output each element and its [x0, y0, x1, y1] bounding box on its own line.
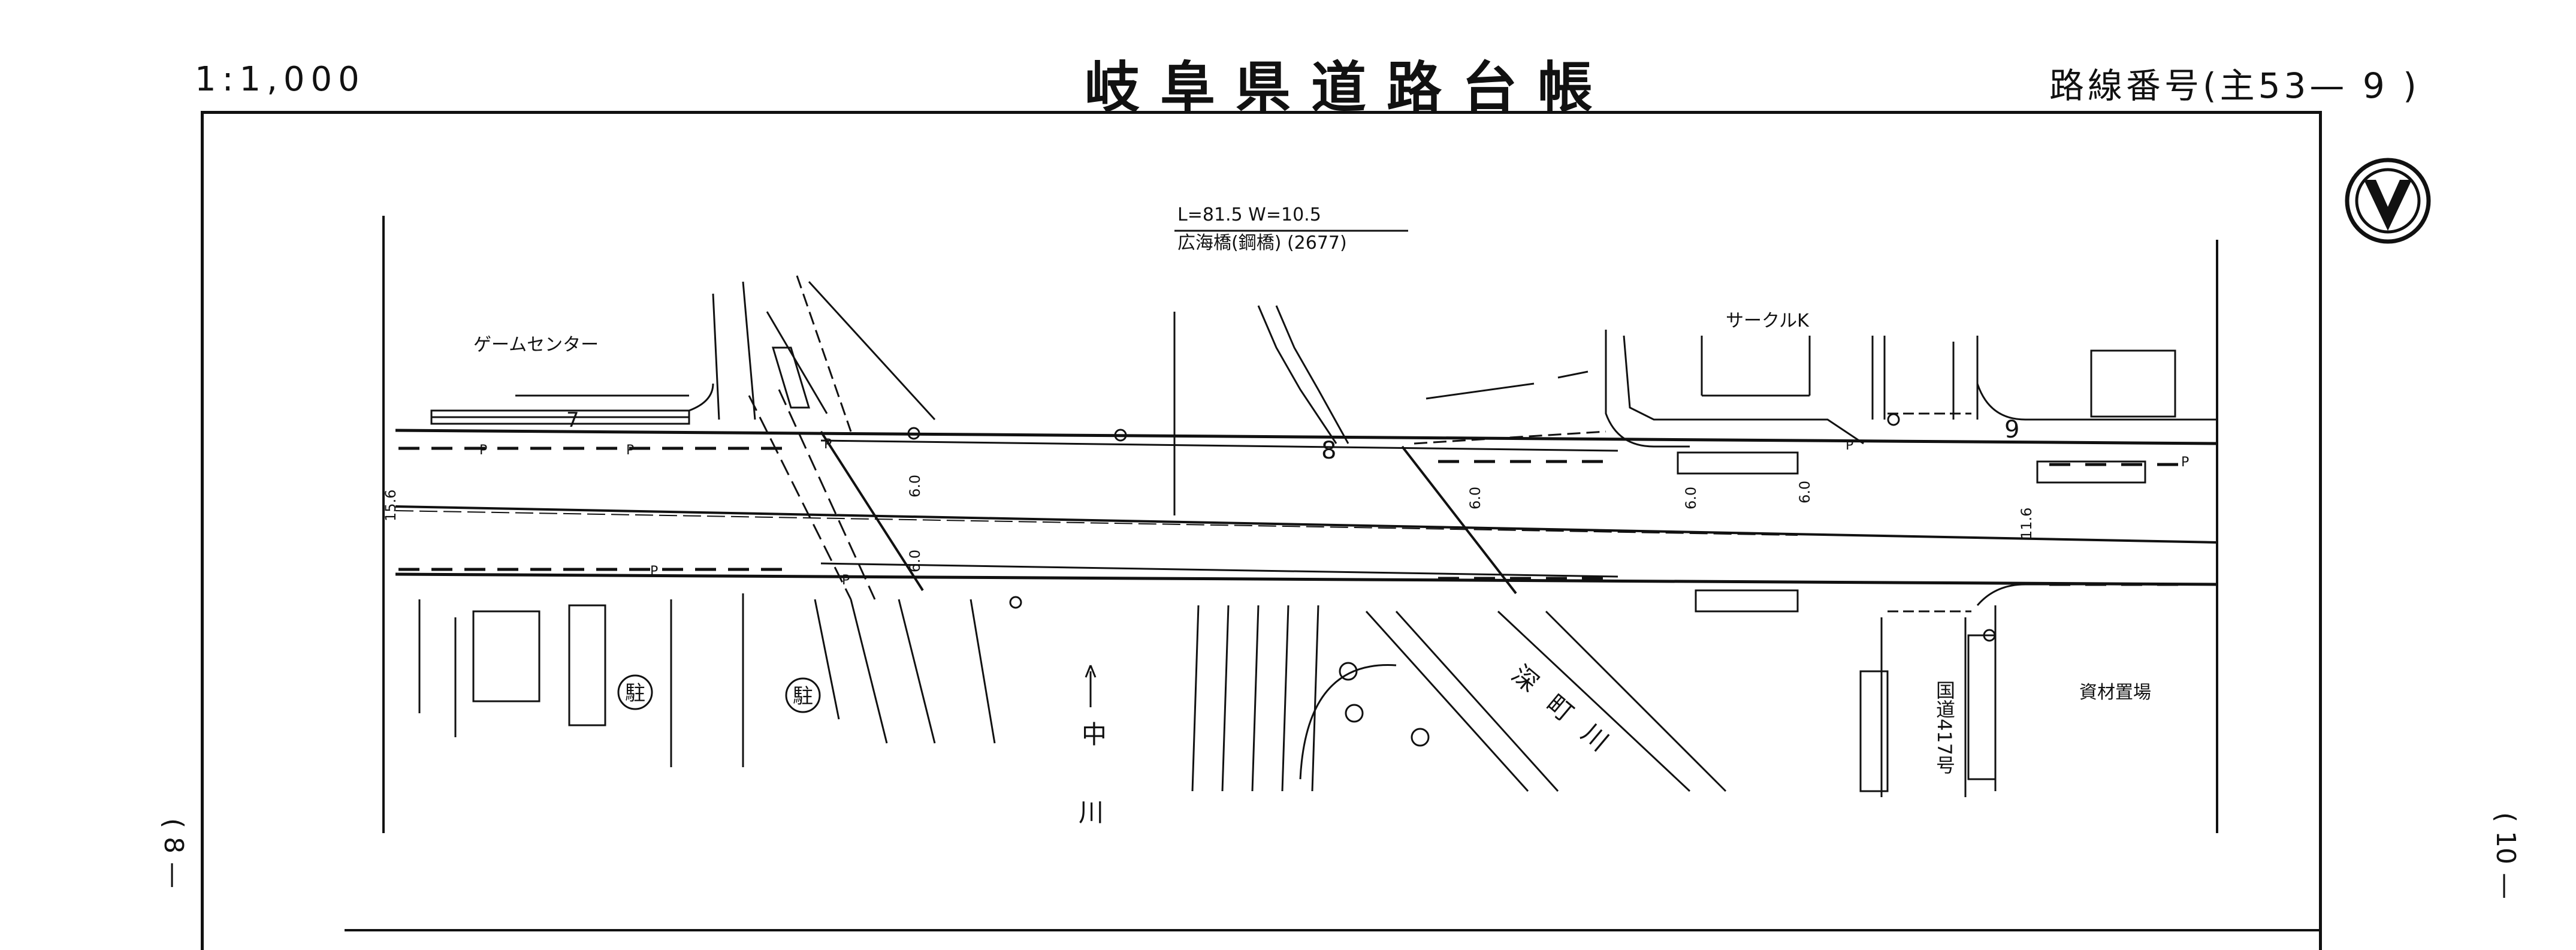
north-arrow-icon: [2345, 158, 2431, 244]
left-side-features: [418, 383, 744, 767]
utility-poles: [907, 413, 1996, 642]
width-6-d: 6.0: [1683, 487, 1699, 509]
lane-markings-top: [398, 447, 2178, 466]
label-national-route: 国道417号: [1933, 680, 1956, 774]
circle-k-building: [1623, 335, 1864, 445]
parking-label-1: 駐: [625, 681, 645, 705]
station-7: 7: [566, 408, 579, 432]
sheet-ref-left-text: ( 8 —: [158, 818, 189, 889]
parking-label-2: 駐: [793, 684, 813, 708]
parking-icon: [617, 674, 653, 710]
width-11-6: 11.6: [2018, 508, 2035, 539]
road-edges: [395, 429, 2218, 586]
naka-river-area: [814, 599, 1097, 744]
parking-icon: [785, 677, 821, 713]
upper-middle-features: [1257, 305, 1690, 448]
marker-p: P: [842, 573, 850, 588]
station-8: 8: [1321, 437, 1336, 465]
route-number: 路線番号(主53— 9 ): [2049, 65, 2420, 106]
bridge-dims: L=81.5 W=10.5: [1177, 204, 1321, 225]
parking-symbols: 駐 駐: [617, 674, 821, 713]
map-scale: 1:1,000: [195, 60, 366, 99]
bridge-structure: [748, 230, 1517, 600]
sheet-ref-right-text: ( 10 —: [2490, 812, 2521, 900]
label-circle-k: サークルK: [1726, 310, 1810, 331]
width-6-b: 6.0: [907, 550, 923, 572]
intersection-area: [1871, 336, 2217, 797]
upper-left-river: [712, 275, 936, 432]
map-frame: [201, 111, 2322, 950]
bridge-name: 広海橋(鋼橋) (2677): [1177, 233, 1347, 254]
label-naka-river-2: 川: [1079, 798, 1104, 827]
marker-p: P: [824, 437, 832, 452]
page-title: 岐阜県道路台帳: [1085, 56, 1614, 120]
width-6-a: 6.0: [907, 475, 923, 497]
marker-p: P: [1846, 438, 1853, 453]
width-15-6: 15.6: [382, 490, 399, 521]
sheet-ref-left: ( 8 —: [155, 818, 191, 888]
fukamachi-river-bank: [1191, 605, 1727, 792]
label-materials-yard: 資材置場: [2079, 682, 2151, 703]
marker-p: P: [626, 443, 634, 458]
width-6-e: 6.0: [1796, 481, 1813, 503]
width-6-c: 6.0: [1467, 487, 1484, 509]
station-9: 9: [2004, 416, 2019, 444]
marker-p: P: [650, 564, 658, 579]
sheet-ref-right: ( 10 —: [2487, 812, 2523, 899]
crosswalks: [1677, 451, 2146, 792]
label-game-center: ゲームセンター: [473, 334, 599, 355]
marker-p: P: [2181, 455, 2189, 470]
marker-p: P: [479, 443, 487, 458]
label-naka-river-1: 中: [1082, 720, 1107, 749]
